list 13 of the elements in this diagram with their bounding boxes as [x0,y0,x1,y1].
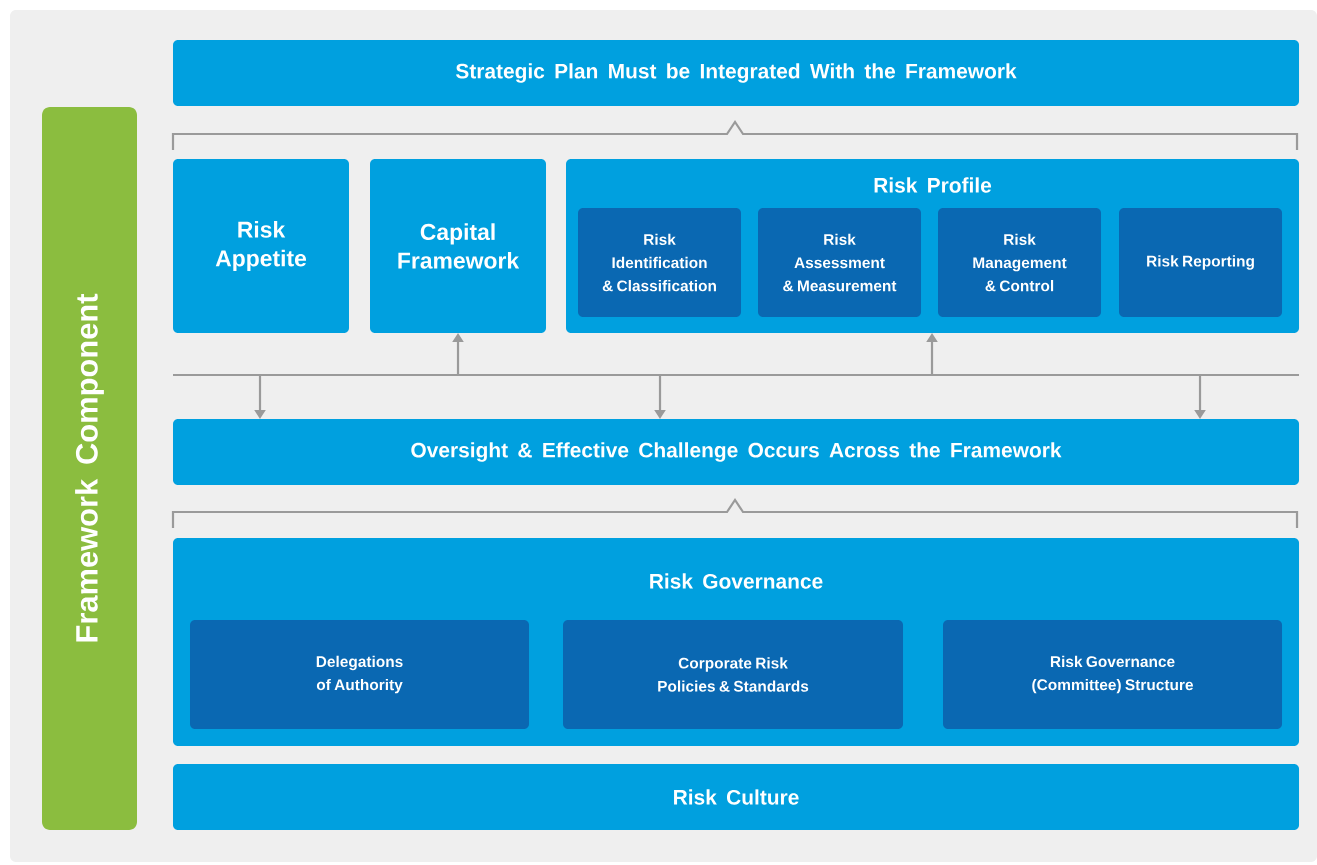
sub-box: Risk Management & Control [938,208,1101,317]
sub-box: Risk Governance (Committee) Structure [943,620,1282,729]
sub-box: Risk Reporting [1119,208,1282,317]
banner-box: Oversight & Effective Challenge Occurs Across the Framework [173,419,1300,485]
sub-box: Delegations of Authority [190,620,529,729]
sub-box: Risk Assessment & Measurement [758,208,921,317]
component-box: Capital Framework [370,159,546,333]
banner-box: Strategic Plan Must be Integrated With the Framework [173,40,1300,106]
sub-box: Risk Identification & Classification [578,208,741,317]
sub-box: Corporate Risk Policies & Standards [563,620,903,729]
side-banner: Framework Component [42,107,137,830]
banner-box: Risk Culture [173,764,1300,830]
component-box: Risk Appetite [173,159,349,333]
